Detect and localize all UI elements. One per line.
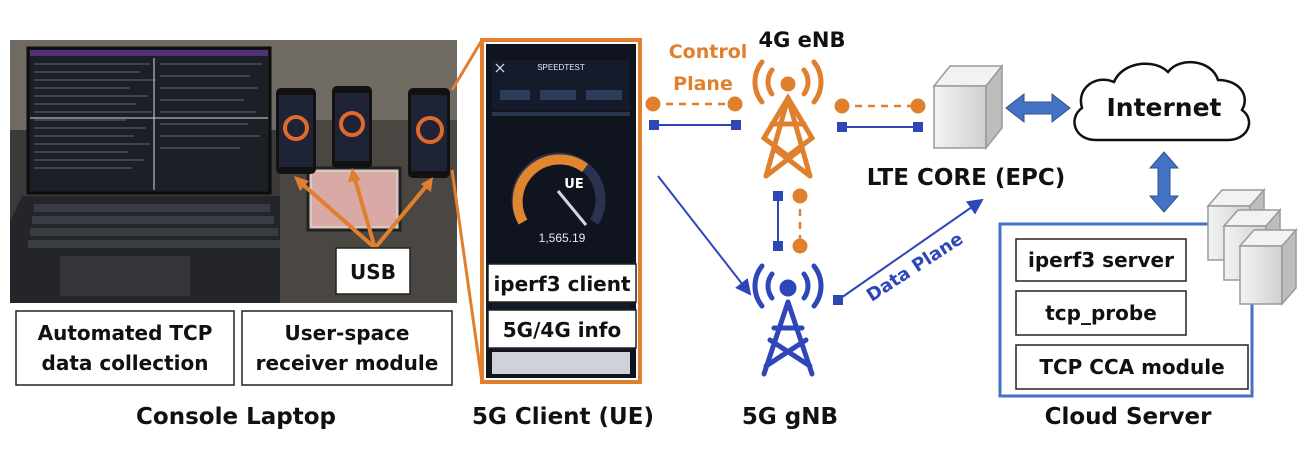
server-stack-icon: [1206, 188, 1298, 306]
cloud-server-caption: Cloud Server: [1045, 404, 1213, 430]
iperf3-client-box: [487, 263, 637, 303]
epc-server-icon: [932, 63, 1004, 151]
internet-label: Internet: [1106, 93, 1221, 122]
enb-tower-icon: [752, 59, 824, 179]
epc-internet-arrow: [1005, 92, 1071, 124]
iperf3-server-box: [1015, 238, 1187, 282]
data-plane-label: Data Plane: [863, 228, 967, 306]
tcp-cca-box: [1015, 344, 1249, 390]
internet-cloud-icon: [1073, 60, 1251, 142]
gnb-tower-icon: [752, 263, 824, 377]
automated-tcp-box: [15, 310, 235, 386]
automated-tcp-line1: Automated TCP: [38, 321, 213, 345]
usb-label: USB: [350, 260, 396, 284]
mounted-phone: [332, 86, 372, 168]
automated-tcp-line2: data collection: [42, 351, 209, 375]
ue-caption: 5G Client (UE): [472, 404, 654, 430]
receiver-module-line2: receiver module: [256, 351, 439, 375]
control-plane-line2: Plane: [673, 73, 733, 95]
iperf3-client-label: iperf3 client: [493, 272, 631, 296]
gnb-label: 5G gNB: [742, 404, 838, 430]
usb-label-box: [335, 247, 411, 295]
iperf3-server-label: iperf3 server: [1028, 248, 1174, 272]
speedtest-header: SPEEDTEST: [537, 63, 585, 72]
5g4g-info-box: [487, 309, 637, 349]
mounted-phone: [276, 88, 316, 174]
receiver-module-box: [241, 310, 453, 386]
laptop-photo: [10, 40, 457, 303]
epc-label: LTE CORE (EPC): [867, 165, 1066, 191]
enb-label: 4G eNB: [759, 28, 846, 52]
5g4g-info-label: 5G/4G info: [503, 318, 621, 342]
console-laptop-caption: Console Laptop: [136, 404, 336, 430]
ue-gauge-value: 1,565.19: [539, 231, 586, 245]
internet-server-arrow: [1148, 151, 1180, 213]
tcp-cca-label: TCP CCA module: [1039, 355, 1224, 379]
ue-gauge-label: UE: [564, 177, 583, 192]
control-plane-line1: Control: [669, 41, 748, 63]
tcp-probe-label: tcp_probe: [1045, 301, 1157, 325]
tcp-probe-box: [1015, 290, 1187, 336]
mounted-phone: [408, 88, 450, 178]
receiver-module-line1: User-space: [284, 321, 409, 345]
